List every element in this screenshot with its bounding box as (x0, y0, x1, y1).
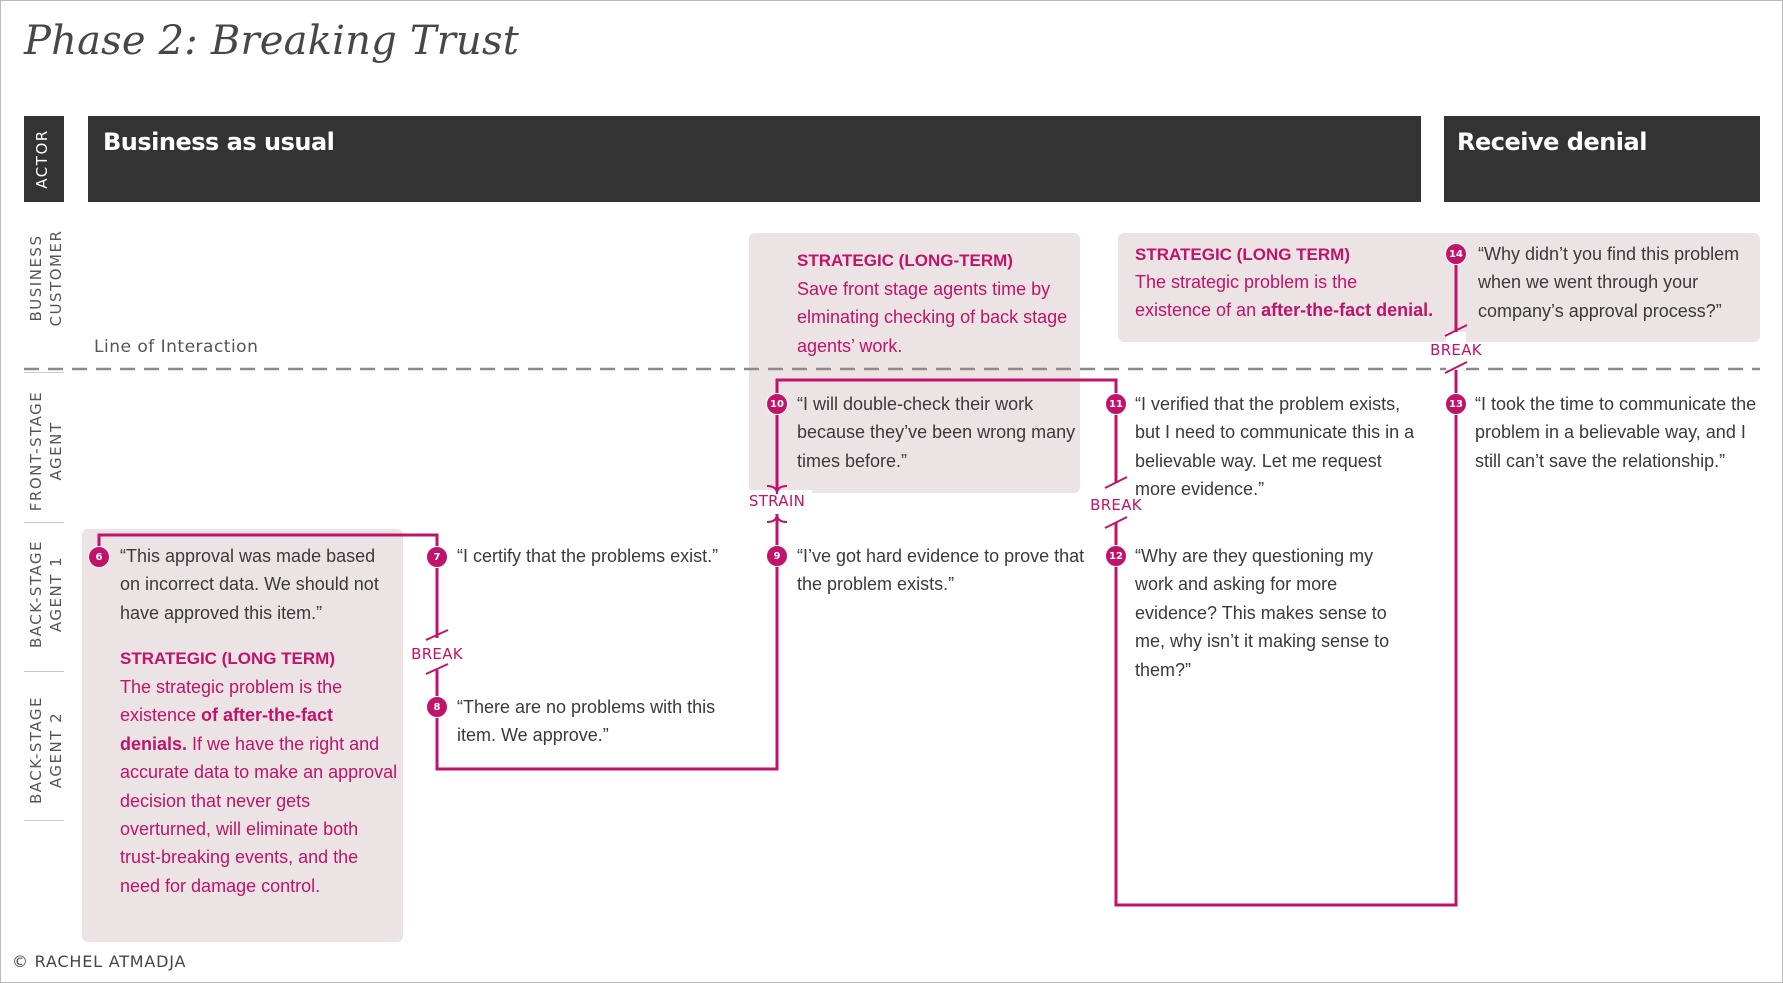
lane-divider (24, 820, 64, 821)
step-quote-10: “I will double-check their work because … (797, 394, 1076, 471)
actor-bar-receive-denial (1444, 116, 1760, 202)
strategic-text-right: The strategic problem is the existence o… (1135, 268, 1435, 325)
step-badge-13: 13 (1445, 393, 1467, 415)
step-quote-13: “I took the time to communicate the prob… (1475, 394, 1757, 471)
connector-12-13 (1114, 415, 1458, 907)
step-quote-9: “I’ve got hard evidence to prove that th… (797, 546, 1085, 595)
step-quote-7: “I certify that the problems exist.” (457, 546, 719, 566)
break-label-11-12: BREAK (1090, 496, 1142, 514)
strategic-text-left: The strategic problem is the existence o… (120, 673, 400, 900)
step-quote-6: “This approval was made based on incorre… (120, 546, 379, 623)
break-mark-7-8 (425, 629, 449, 675)
strategic-heading-middle: STRATEGIC (LONG-TERM) (797, 251, 1013, 270)
strategic-text-middle: Save front stage agents time by elminati… (797, 279, 1068, 356)
step-quote-11: “I verified that the problem exists, but… (1135, 394, 1415, 500)
actor-bar-business-as-usual-label: Business as usual (103, 128, 335, 156)
strategic-heading-left: STRATEGIC (LONG TERM) (120, 649, 335, 668)
step-badge-9: 9 (766, 545, 788, 567)
step-badge-6: 6 (88, 546, 110, 568)
step-badge-7: 7 (426, 546, 448, 568)
step-badge-12: 12 (1105, 545, 1127, 567)
lane-divider (24, 372, 64, 373)
copyright-notice: © RACHEL ATMADJA (12, 952, 187, 971)
strain-mark-9-10 (742, 485, 812, 523)
actor-lane-bar (24, 116, 64, 202)
connector-8-9 (435, 566, 779, 771)
actor-bar-receive-denial-label: Receive denial (1457, 128, 1647, 156)
line-of-interaction-label: Line of Interaction (94, 337, 259, 357)
step-badge-8: 8 (426, 696, 448, 718)
strategic-box-middle (749, 233, 1080, 493)
connector-10-11 (775, 378, 1118, 393)
strategic-text-left-part2: If we have the right and accurate data t… (120, 733, 398, 896)
step-quote-12: “Why are they questioning my work and as… (1135, 546, 1390, 680)
page-title: Phase 2: Breaking Trust (24, 18, 519, 64)
step-badge-11: 11 (1105, 393, 1127, 415)
strategic-heading-right: STRATEGIC (LONG TERM) (1135, 245, 1350, 264)
step-quote-14: “Why didn’t you find this problem when w… (1478, 244, 1740, 321)
lane-divider (24, 522, 64, 523)
break-label-7-8: BREAK (411, 645, 463, 663)
strategic-box-left (82, 529, 403, 942)
break-label-13-14: BREAK (1430, 341, 1482, 359)
strategic-text-right-part1: The strategic problem is the existence o… (1135, 272, 1358, 321)
strategic-box-right (1118, 233, 1760, 342)
break-mark-13-14 (1444, 324, 1468, 374)
lane-divider (24, 671, 64, 672)
break-mark-11-12 (1104, 476, 1128, 529)
actor-bar-business-as-usual (88, 116, 1421, 202)
strategic-text-left-bold: of after-the-fact denials. (120, 705, 334, 754)
step-badge-10: 10 (766, 393, 788, 415)
strain-label-9-10: STRAIN (748, 492, 806, 510)
strategic-text-left-part1: The strategic problem is the existence (120, 677, 343, 726)
step-quote-8: “There are no problems with this item. W… (457, 697, 716, 746)
strategic-text-right-bold: after-the-fact denial. (1261, 300, 1434, 321)
step-badge-14: 14 (1445, 243, 1467, 265)
